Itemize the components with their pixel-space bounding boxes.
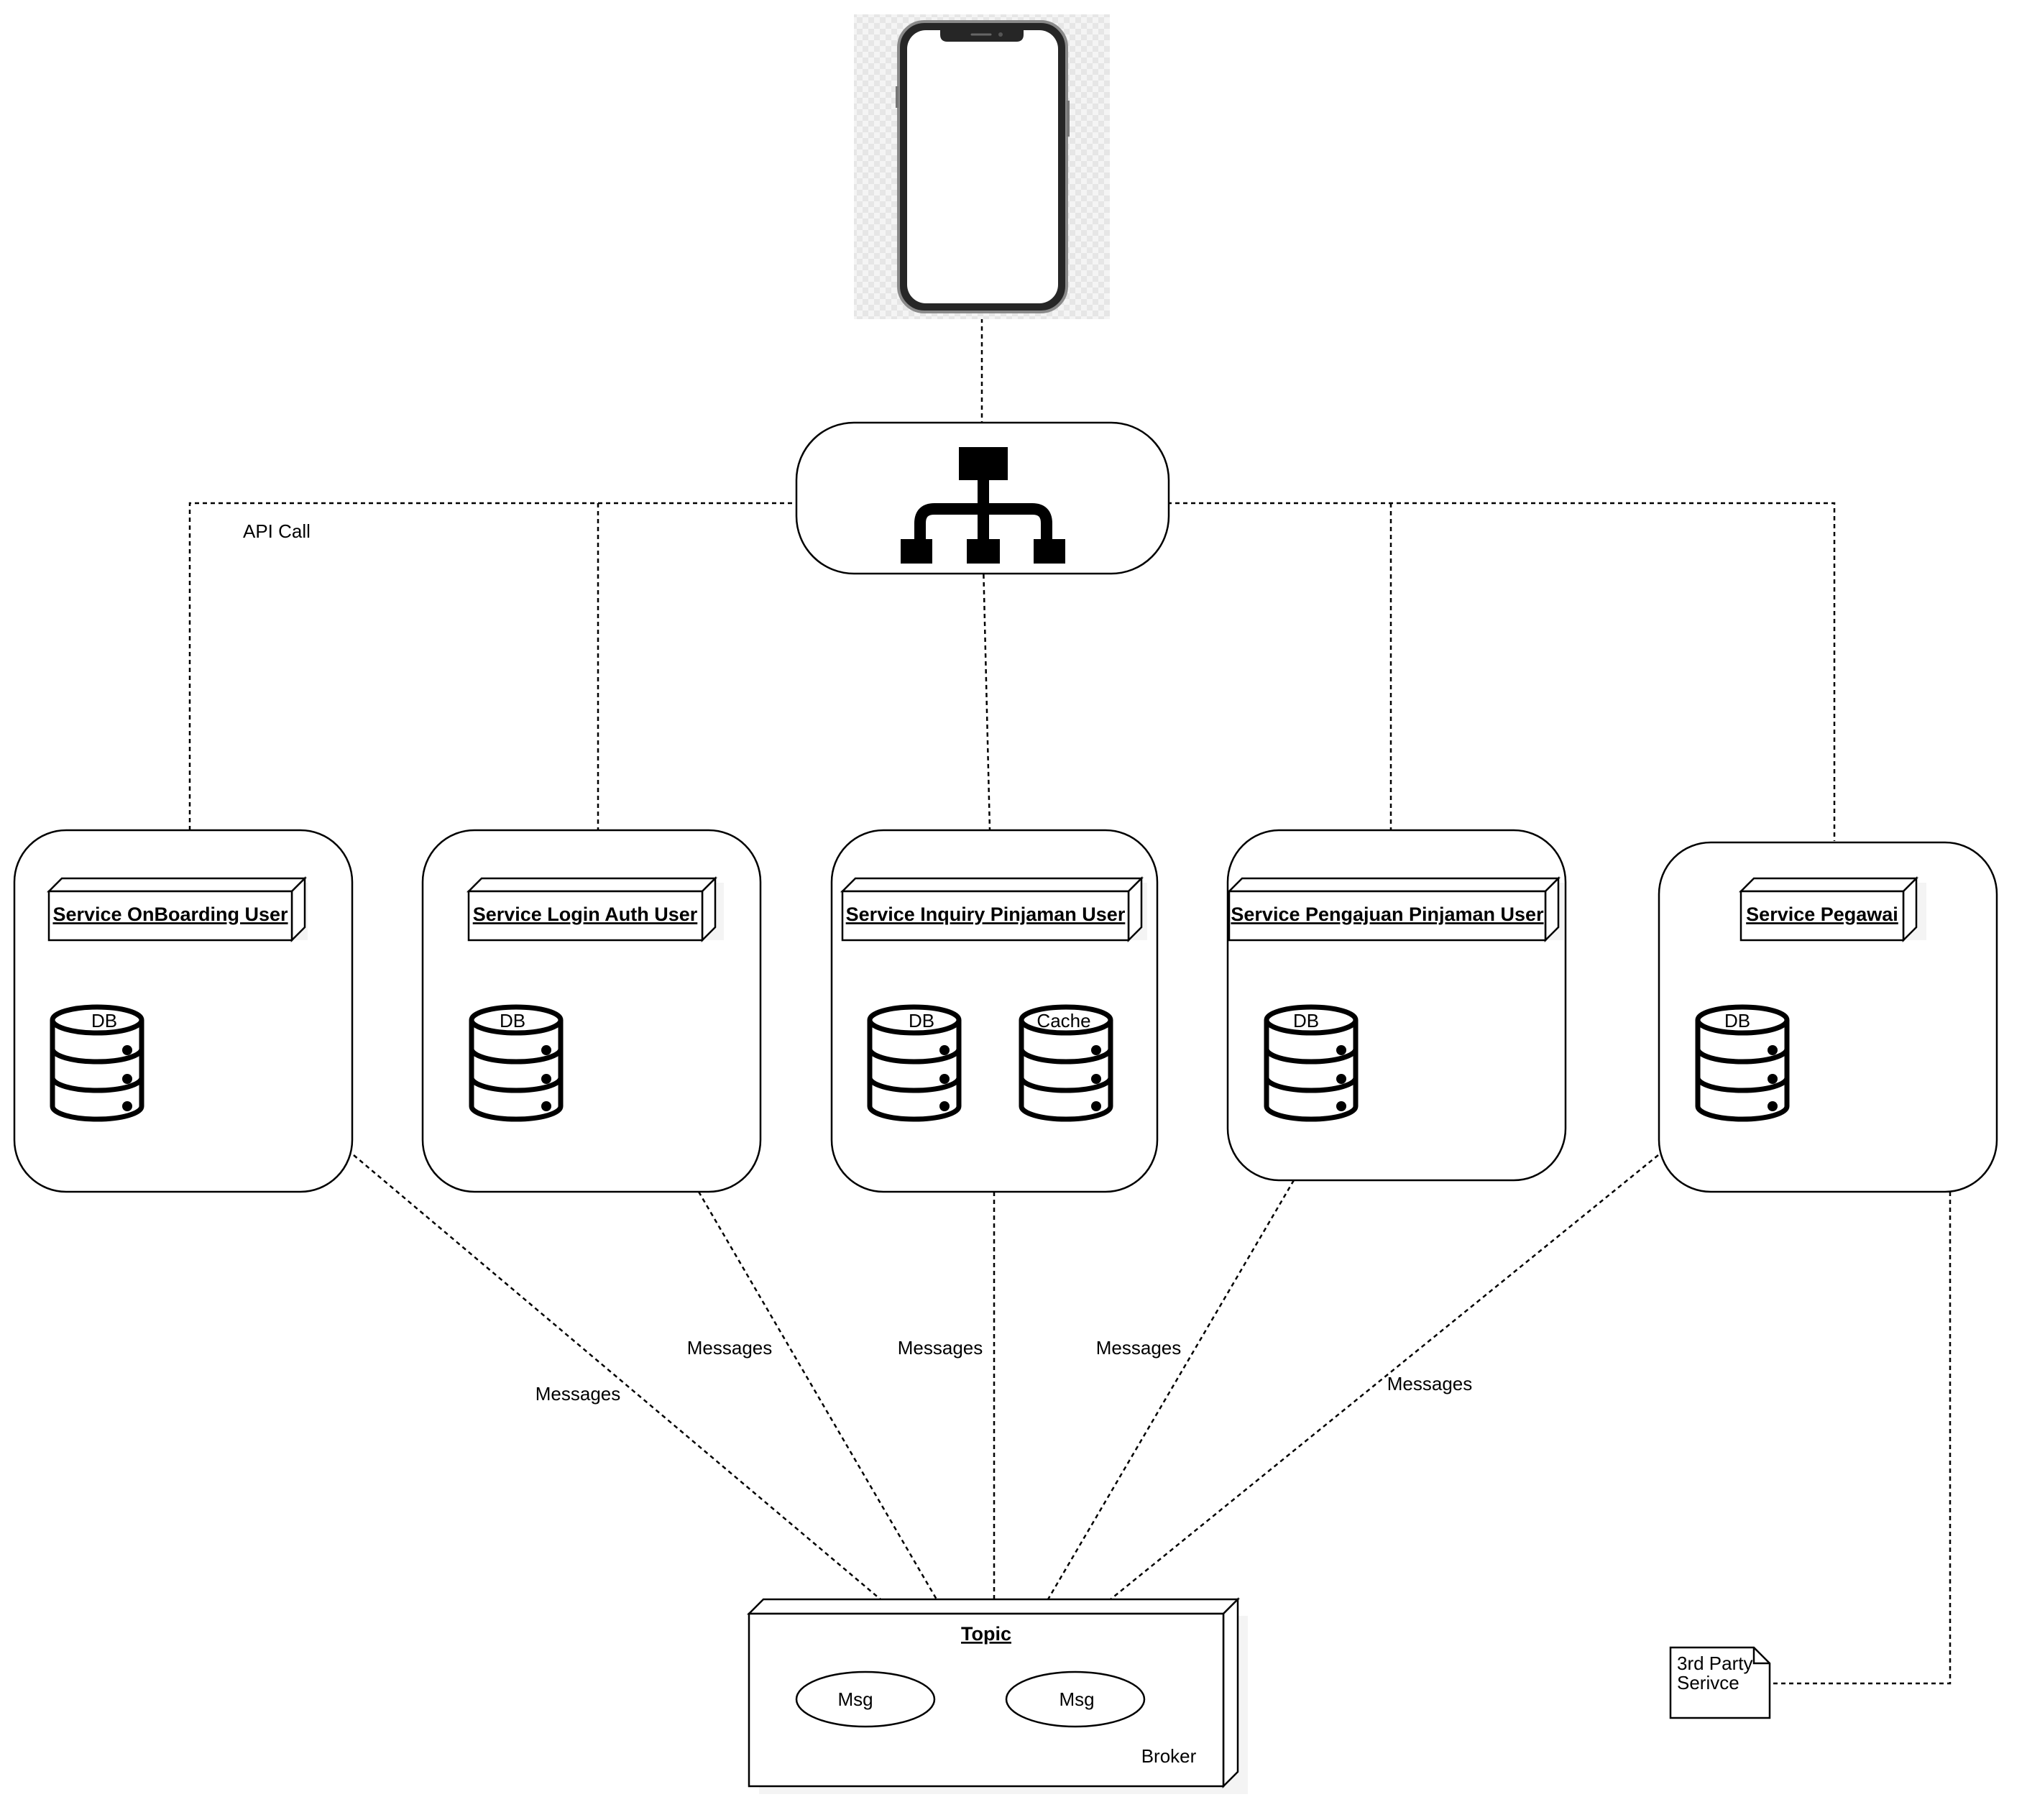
service-node-pengajuan: Service Pengajuan Pinjaman User	[1226, 875, 1564, 943]
edge-label-pegawai: Messages	[1387, 1373, 1473, 1394]
db-label: DB	[1724, 1010, 1750, 1031]
edge-label-pengajuan: Messages	[1096, 1337, 1182, 1359]
cache-label: Cache	[1037, 1010, 1090, 1031]
login-to-broker-edge	[697, 1191, 938, 1600]
topic-title: Topic	[961, 1623, 1011, 1645]
service-onboarding-user: Service OnBoarding User DB	[13, 829, 354, 1193]
message-node: Msg	[795, 1670, 936, 1728]
third-party-line2: Serivce	[1677, 1672, 1739, 1693]
third-party-line1: 3rd Party	[1677, 1653, 1753, 1674]
message-labels: Messages Messages Messages Messages Mess…	[536, 1337, 1473, 1405]
service-title: Service OnBoarding User	[52, 904, 288, 925]
broker-node: Topic Msg Msg Broker	[746, 1596, 1248, 1794]
onboarding-to-broker-edge	[353, 1154, 881, 1600]
api-gateway-hierarchy-icon	[901, 447, 1065, 564]
service-pegawai: Service Pegawai DB	[1658, 841, 1998, 1193]
db-label: DB	[500, 1010, 525, 1031]
service-inquiry-pinjaman-user: Service Inquiry Pinjaman User DB Cache	[830, 829, 1159, 1193]
db-label: DB	[909, 1010, 934, 1031]
pegawai-to-3rdparty-edge	[1770, 1192, 1952, 1685]
smartphone	[854, 14, 1110, 319]
service-title: Service Pegawai	[1746, 904, 1898, 925]
api-call-label: API Call	[243, 520, 311, 542]
db-label: DB	[91, 1010, 117, 1031]
service-node-inquiry: Service Inquiry Pinjaman User	[840, 875, 1147, 943]
pengajuan-to-broker-edge	[1047, 1180, 1295, 1600]
service-node-pegawai: Service Pegawai	[1738, 875, 1926, 943]
service-node-onboarding: Service OnBoarding User	[46, 875, 308, 943]
edge-label-onboarding: Messages	[536, 1383, 621, 1405]
edge-label-inquiry: Messages	[898, 1337, 983, 1359]
smartphone-icon	[896, 20, 1070, 313]
service-login-auth-user: Service Login Auth User DB	[421, 829, 762, 1193]
gateway-to-inquiry-edge	[980, 502, 991, 831]
service-pengajuan-pinjaman-user: Service Pengajuan Pinjaman User DB	[1226, 829, 1567, 1182]
db-label: DB	[1293, 1010, 1319, 1031]
message-node: Msg	[1005, 1670, 1146, 1728]
msg-label: Msg	[837, 1688, 873, 1710]
service-title: Service Login Auth User	[473, 904, 698, 925]
third-party-service-note: 3rd Party Serivce	[1669, 1646, 1771, 1719]
msg-label: Msg	[1059, 1688, 1094, 1710]
broker-label: Broker	[1141, 1745, 1197, 1767]
edge-label-login: Messages	[687, 1337, 773, 1359]
api-gateway	[795, 421, 1170, 575]
service-node-login: Service Login Auth User	[466, 875, 724, 943]
service-title: Service Inquiry Pinjaman User	[846, 904, 1126, 925]
service-title: Service Pengajuan Pinjaman User	[1231, 904, 1544, 925]
pegawai-to-broker-edge	[1110, 1154, 1659, 1600]
